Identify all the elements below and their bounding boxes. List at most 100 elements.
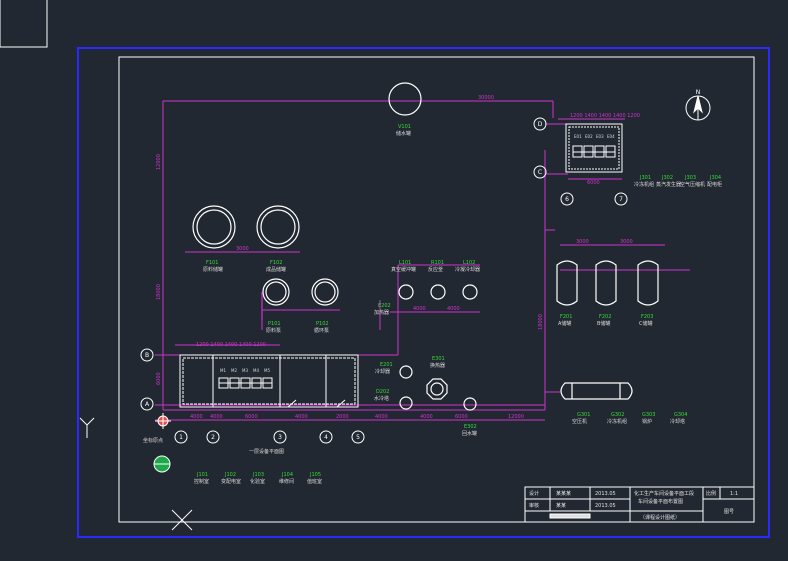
outer-frame <box>77 47 770 538</box>
hex-bottom-name: 回水罐 <box>462 430 477 437</box>
legend-symbol <box>153 455 171 473</box>
reactor-0-tag: L101 <box>399 260 411 266</box>
dim-bottom-1: 4000 <box>210 414 223 420</box>
pump-mid-1-tag: E202 <box>378 303 391 309</box>
grid-label-col-5: 5 <box>356 434 360 441</box>
bl-3-name: 维修间 <box>279 478 294 485</box>
tank-c-name: 原料泵 <box>266 327 281 334</box>
room-tag-2: M3 <box>242 368 248 373</box>
top-tank[interactable] <box>388 82 422 116</box>
top-tank-name: 储水罐 <box>396 130 411 137</box>
origin-marker[interactable] <box>155 413 171 429</box>
dim-room-row: 1200 1400 1400 1400 1200 <box>196 342 266 348</box>
rl-0-name: 冷冻机组 <box>634 181 654 188</box>
vertical-vessels[interactable] <box>556 260 659 306</box>
panel-tag-1: E02 <box>585 134 593 139</box>
dim-bottom-4: 2000 <box>336 414 349 420</box>
origin-label: 坐标原点 <box>143 437 163 444</box>
top-tank-tag: V101 <box>398 124 411 130</box>
grid-bubble-col-7[interactable] <box>614 192 628 206</box>
grid-label-col-6: 6 <box>565 196 569 203</box>
tank-c-tag: P101 <box>268 321 281 327</box>
panel-tag-2: E03 <box>596 134 604 139</box>
tb-scale: 1:1 <box>730 491 738 497</box>
dimension-lines <box>155 100 690 421</box>
tank-b-name: 成品储罐 <box>266 266 286 273</box>
grid-label-col-3: 3 <box>278 434 282 441</box>
mid-left-name: 水冷塔 <box>374 395 389 402</box>
dim-tank-spacing: 3000 <box>236 246 249 252</box>
tb-designer: 某某某 <box>556 491 571 497</box>
dim-vessel-spacing-1: 3000 <box>576 239 589 245</box>
bottom-legend-labels: J101 控制室 J102 变配电室 J103 化验室 J104 维修间 J10… <box>194 472 322 485</box>
grid-bubble-row-b[interactable] <box>140 348 154 362</box>
dim-top-span: 30000 <box>478 95 494 101</box>
hex-unit-tag: E301 <box>432 356 445 362</box>
control-panel-room[interactable] <box>565 123 623 173</box>
medium-tanks[interactable] <box>261 278 339 320</box>
tb-date1: 2013.05 <box>595 491 616 497</box>
tb-sheet-label: 图号 <box>724 509 734 515</box>
br-1-tag: G302 <box>611 412 624 418</box>
tank-d-tag: P102 <box>316 321 329 327</box>
tank-d-name: 循环泵 <box>314 327 329 334</box>
grid-bubble-row-c[interactable] <box>533 165 547 179</box>
hex-unit-name: 换热器 <box>430 362 445 369</box>
dim-bottom-7: 6000 <box>455 414 468 420</box>
grid-label-row-c: C <box>538 169 542 176</box>
grid-bubble-col-4[interactable] <box>319 430 333 444</box>
grid-bubble-row-d[interactable] <box>533 117 547 131</box>
grid-label-row-d: D <box>538 121 543 128</box>
mid-pumps[interactable] <box>261 300 381 330</box>
center-units[interactable] <box>399 365 477 411</box>
large-tanks[interactable] <box>192 205 300 249</box>
dim-bottom-0: 4000 <box>190 414 203 420</box>
grid-bubble-col-2[interactable] <box>206 430 220 444</box>
rl-1-tag: J302 <box>661 175 673 181</box>
rl-3-name: 配电柜 <box>707 181 722 188</box>
tb-designer-label: 设计 <box>529 490 539 497</box>
tb-date2: 2013.05 <box>595 503 616 509</box>
tank-a-tag: F101 <box>206 260 218 266</box>
tb-scale-label: 比例 <box>706 490 716 497</box>
grid-bubble-col-5[interactable] <box>351 430 365 444</box>
dim-bottom-5: 4000 <box>375 414 388 420</box>
grid-bubble-col-1[interactable] <box>174 430 188 444</box>
pump-mid-1-name: 加热器 <box>374 309 389 316</box>
vessel-0-tag: F201 <box>560 314 572 320</box>
dim-vert-left-3: 6000 <box>156 372 162 385</box>
dimension-texts: 30000 1200 1400 1400 1400 1200 6000 1200… <box>156 95 640 420</box>
tank-a-name: 原料储罐 <box>203 266 223 273</box>
tb-checker: 某某 <box>556 503 566 509</box>
reactor-row[interactable] <box>398 284 478 300</box>
viewport-corner <box>0 0 48 48</box>
tank-b-tag: F102 <box>270 260 282 266</box>
dim-vert-left-2: 18000 <box>156 284 162 300</box>
grid-bubble-col-3[interactable] <box>273 430 287 444</box>
reactor-1-tag: R101 <box>431 260 444 266</box>
bl-2-tag: J103 <box>252 472 264 478</box>
grid-axis-labels: 1 2 3 4 5 B A D C 6 7 <box>145 121 623 441</box>
title-block-text: 设计 某某某 2013.05 审核 某某 2013.05 化工生产车间设备平面工… <box>529 490 738 521</box>
horizontal-tank[interactable] <box>560 382 633 400</box>
room-tag-3: M4 <box>253 368 259 373</box>
grid-label-col-4: 4 <box>324 434 328 441</box>
cursor-crosshair[interactable] <box>171 509 193 531</box>
dim-vert-right: 18000 <box>538 314 544 330</box>
dim-bottom-8: 12000 <box>508 414 524 420</box>
rl-2-tag: J303 <box>684 175 696 181</box>
room-tags: M1 M2 M3 M4 M5 <box>220 368 270 373</box>
grid-bubble-col-6[interactable] <box>560 192 574 206</box>
bl-3-tag: J104 <box>281 472 293 478</box>
inner-frame <box>118 56 755 523</box>
reactor-2-name: 冷凝冷却器 <box>455 266 480 273</box>
right-legend-labels: J301 冷冻机组 J302 蒸汽发生器 J303 空气压缩机 J304 配电柜 <box>634 175 722 188</box>
tb-school: （课程设计图纸） <box>640 514 680 521</box>
bl-1-name: 变配电室 <box>221 478 241 485</box>
dim-vert-left-1: 12000 <box>156 154 162 170</box>
dim-bottom-2: 6000 <box>245 414 258 420</box>
grid-bubble-row-a[interactable] <box>140 397 154 411</box>
lower-left-building[interactable] <box>179 354 359 408</box>
grid-label-col-7: 7 <box>619 196 623 203</box>
